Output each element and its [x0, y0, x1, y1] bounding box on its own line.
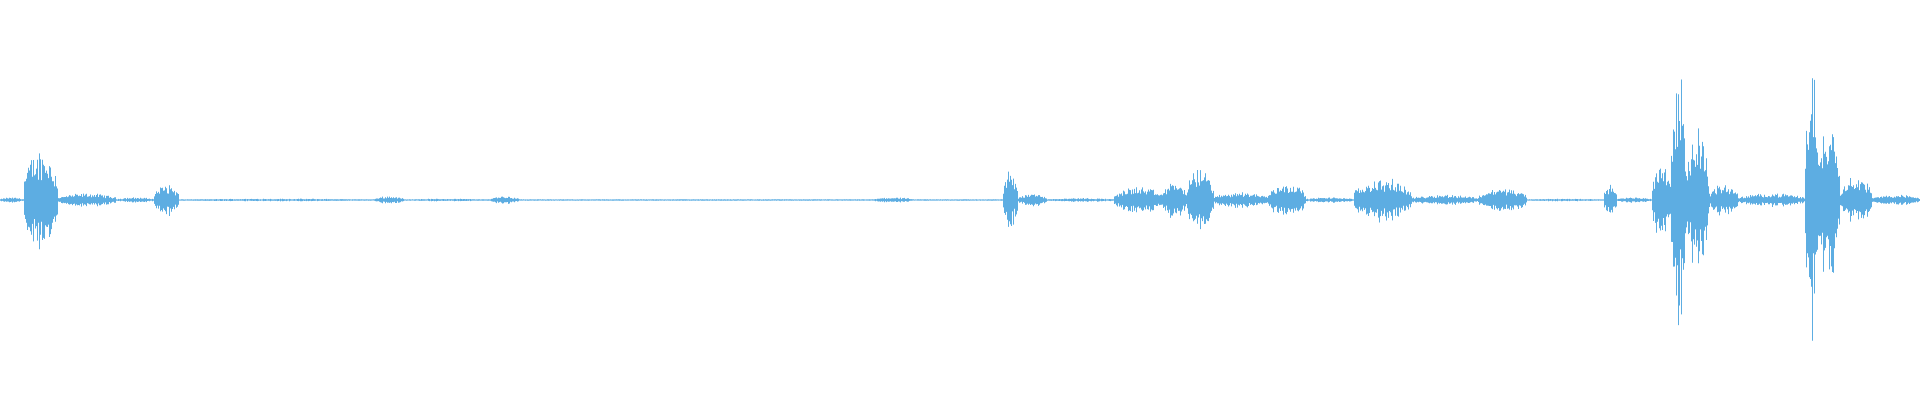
- waveform-signal: [0, 78, 1920, 341]
- waveform-bars: [0, 78, 1920, 341]
